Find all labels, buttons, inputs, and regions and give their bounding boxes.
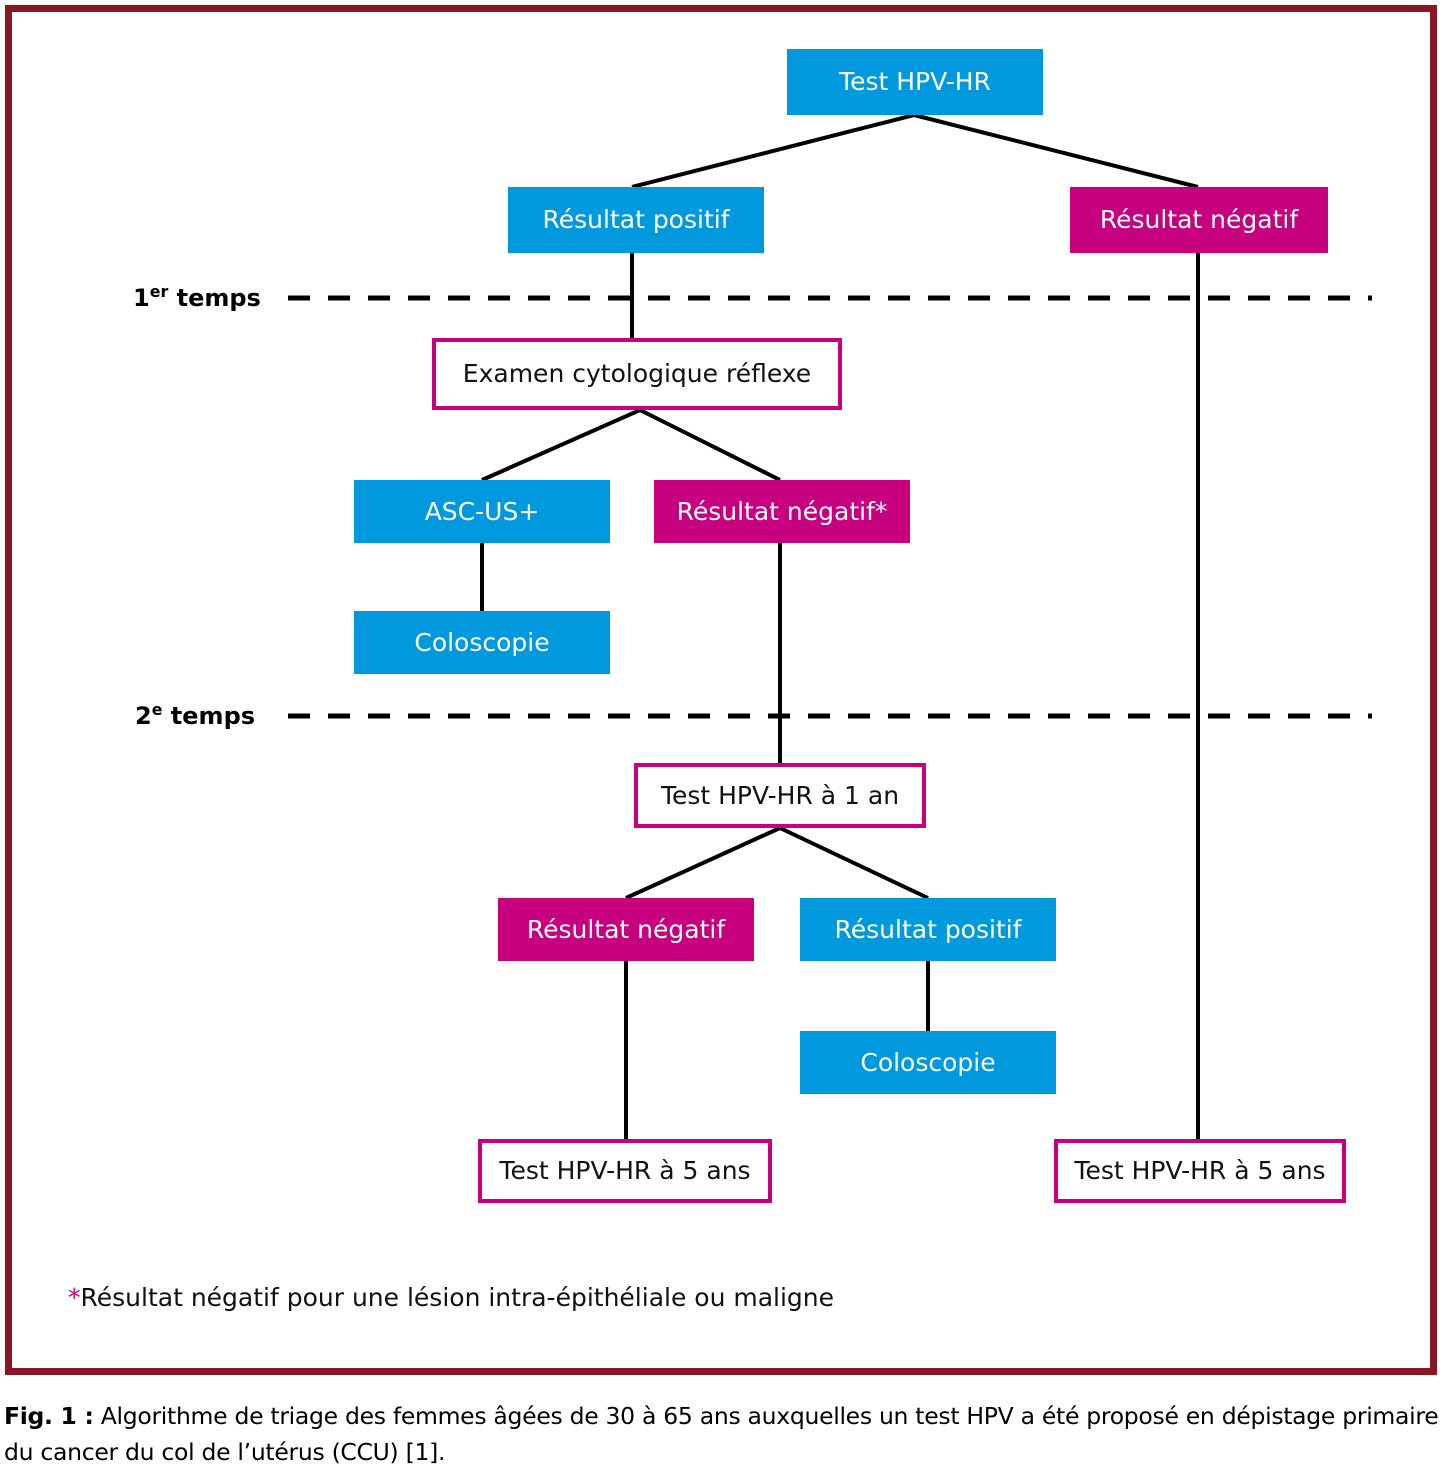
phase-1-label: 1er temps	[133, 282, 261, 312]
node-test-hpv-1-year[interactable]: Test HPV-HR à 1 an	[634, 763, 926, 828]
node-result-negative-mid[interactable]: Résultat négatif	[498, 898, 754, 961]
figure-caption-text: Algorithme de triage des femmes âgées de…	[4, 1402, 1439, 1467]
node-test-hpv-hr[interactable]: Test HPV-HR	[787, 49, 1043, 115]
footnote-text: Résultat négatif pour une lésion intra-é…	[80, 1283, 835, 1312]
node-result-negative-top[interactable]: Résultat négatif	[1070, 187, 1328, 253]
node-test-hpv-5-years-left[interactable]: Test HPV-HR à 5 ans	[478, 1139, 772, 1203]
footnote-asterisk: *	[68, 1283, 81, 1312]
node-test-hpv-5-years-right[interactable]: Test HPV-HR à 5 ans	[1054, 1139, 1346, 1203]
node-result-positive-top[interactable]: Résultat positif	[508, 187, 764, 253]
figure-number-label: Fig. 1 :	[4, 1402, 94, 1430]
node-colposcopy-left[interactable]: Coloscopie	[354, 611, 610, 674]
node-result-positive-mid[interactable]: Résultat positif	[800, 898, 1056, 961]
footnote: *Résultat négatif pour une lésion intra-…	[68, 1283, 834, 1312]
node-reflex-cytology[interactable]: Examen cytologique réflexe	[432, 338, 842, 410]
figure-caption: Fig. 1 : Algorithme de triage des femmes…	[4, 1398, 1442, 1469]
node-colposcopy-right[interactable]: Coloscopie	[800, 1031, 1056, 1094]
node-asc-us-plus[interactable]: ASC-US+	[354, 480, 610, 543]
node-result-negative-star[interactable]: Résultat négatif*	[654, 480, 910, 543]
phase-2-label: 2e temps	[135, 700, 256, 730]
